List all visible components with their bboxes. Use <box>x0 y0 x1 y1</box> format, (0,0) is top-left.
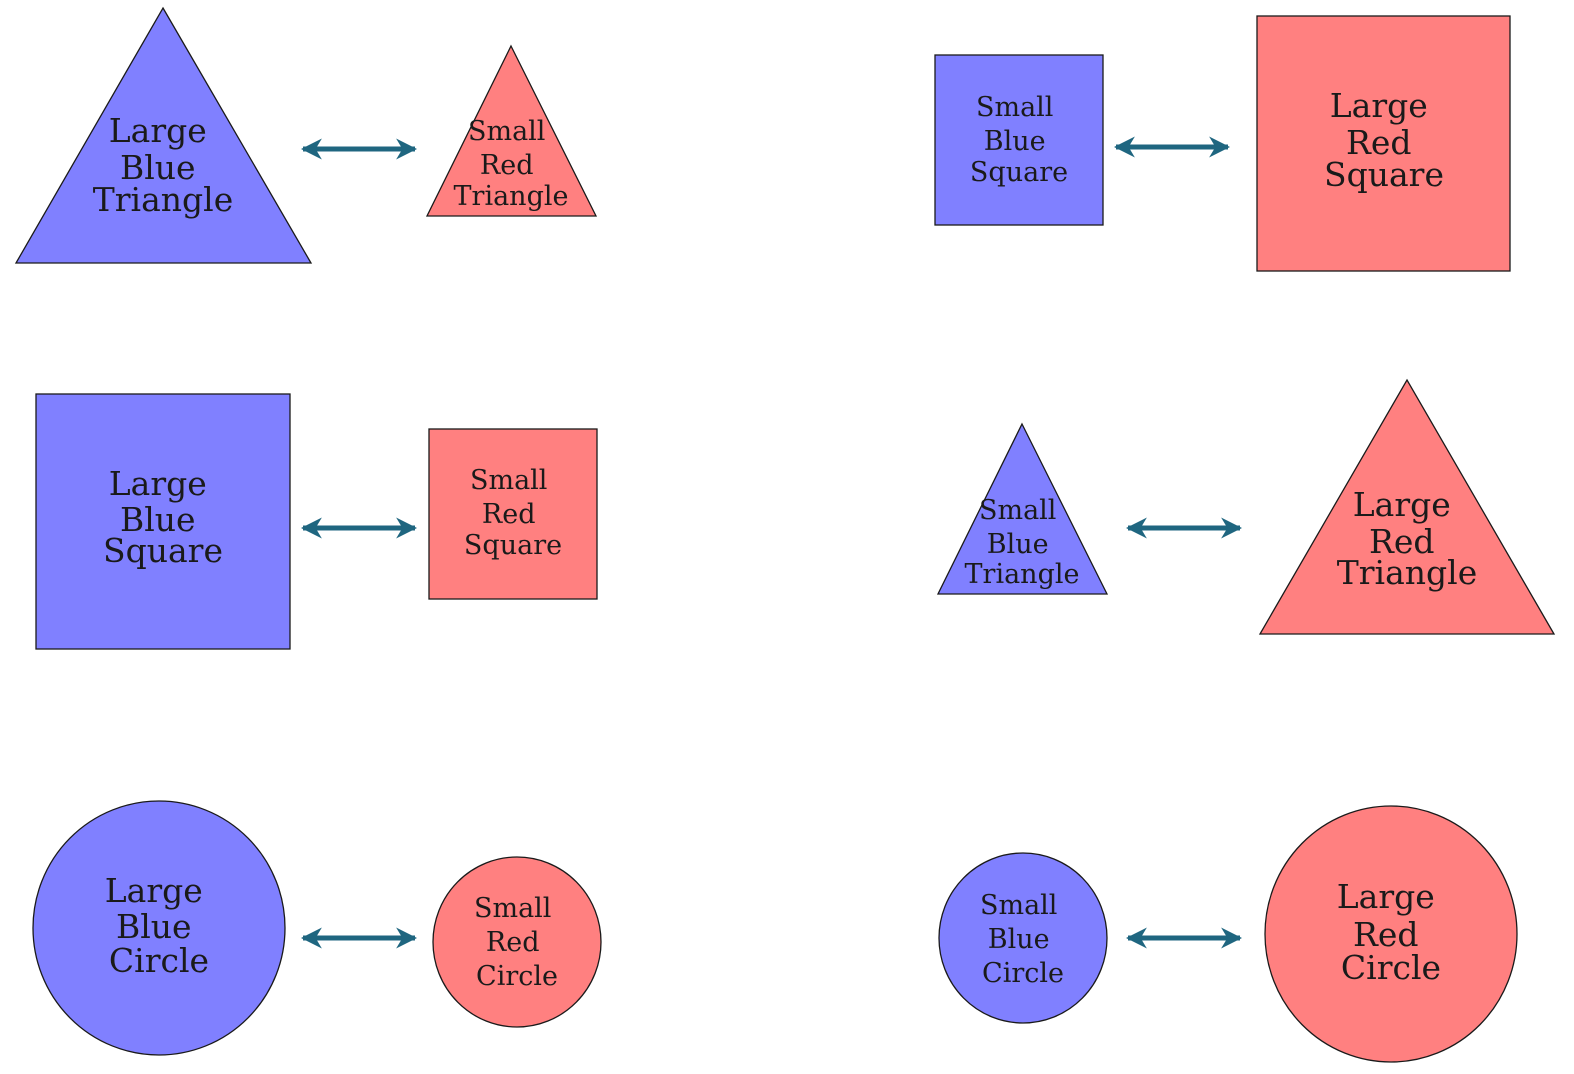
pair-1: Small Blue Square Large Red Square <box>934 15 1511 272</box>
small-blue-triangle: Small Blue Triangle <box>936 422 1109 595</box>
shape-label-line-2: Red <box>1346 123 1412 162</box>
shape-label-line-1: Large <box>1337 877 1435 916</box>
shape-label: Large Red Circle <box>1337 877 1446 987</box>
pair-2: Large Blue Square Small Red Square <box>35 393 598 650</box>
small-red-square: Small Red Square <box>428 428 598 600</box>
shape-label-line-1: Large <box>105 871 203 910</box>
shape-label: Small Blue Square <box>970 92 1068 188</box>
small-blue-circle: Small Blue Circle <box>938 852 1108 1024</box>
shape-label-line-3: Triangle <box>965 559 1080 590</box>
shape-label-line-3: Square <box>970 157 1068 188</box>
shape-label-line-1: Small <box>468 116 545 147</box>
shape-label-line-1: Small <box>474 893 551 924</box>
shape-label-line-3: Circle <box>109 941 209 980</box>
large-red-square: Large Red Square <box>1256 15 1511 272</box>
shape-label-line-1: Small <box>976 92 1053 123</box>
shape-label-line-2: Blue <box>984 126 1046 157</box>
shape-label-line-1: Large <box>109 111 207 150</box>
pair-5: Small Blue Circle Large Red Circle <box>938 805 1518 1063</box>
shape-label: Small Blue Circle <box>980 890 1066 989</box>
shape-label-line-1: Large <box>1330 86 1428 125</box>
shape-label-line-2: Red <box>1369 522 1435 561</box>
shape-label-line-2: Blue <box>987 529 1049 560</box>
shape-label-line-2: Red <box>480 150 534 181</box>
shape-label-line-3: Square <box>464 530 562 561</box>
shape-label: Large Red Square <box>1324 86 1444 194</box>
shape-label: Small Red Triangle <box>454 116 569 212</box>
shape-label-line-1: Small <box>470 465 547 496</box>
shape-label-line-2: Red <box>482 499 536 530</box>
shape-label-line-1: Large <box>109 464 207 503</box>
shape-label-line-3: Triangle <box>93 180 233 219</box>
shape-label-line-3: Circle <box>1341 948 1441 987</box>
shape-label-line-2: Blue <box>120 500 196 539</box>
shape-label-line-3: Square <box>1324 155 1444 194</box>
shape-label-line-3: Circle <box>476 961 558 992</box>
shape-label-line-2: Blue <box>116 907 192 946</box>
shape-label-line-1: Large <box>1353 485 1451 524</box>
large-red-triangle: Large Red Triangle <box>1258 378 1556 635</box>
shape-label: Small Red Square <box>464 465 562 561</box>
pair-0: Large Blue Triangle Small Red Triangle <box>14 6 598 264</box>
shape-label-line-2: Blue <box>988 924 1050 955</box>
shape-label-line-2: Red <box>1353 915 1419 954</box>
small-red-circle: Small Red Circle <box>432 856 602 1028</box>
shape-label: Small Red Circle <box>474 893 560 992</box>
shape-label-line-1: Small <box>980 890 1057 921</box>
pair-4: Large Blue Circle Small Red Circle <box>32 800 602 1056</box>
shape-label-line-3: Triangle <box>1337 553 1477 592</box>
large-blue-triangle: Large Blue Triangle <box>14 6 313 264</box>
shape-label-line-2: Blue <box>120 148 196 187</box>
shape-label: Small Blue Triangle <box>965 495 1080 590</box>
large-red-circle: Large Red Circle <box>1264 805 1518 1063</box>
shape-label-line-1: Small <box>979 495 1056 526</box>
small-blue-square: Small Blue Square <box>934 54 1104 226</box>
shape-label-line-3: Circle <box>982 958 1064 989</box>
shape-label: Large Red Triangle <box>1337 485 1477 592</box>
shape-label-line: Large Blue Triangle <box>93 111 233 219</box>
shape-label-line-3: Square <box>103 531 223 570</box>
shape-label: Large Blue Circle <box>105 871 214 980</box>
shape-label-line-3: Triangle <box>454 181 569 212</box>
shape-label: Large Blue Square <box>103 464 223 570</box>
large-blue-circle: Large Blue Circle <box>32 800 286 1056</box>
shape-label-line-2: Red <box>486 927 540 958</box>
large-blue-square: Large Blue Square <box>35 393 291 650</box>
pair-3: Small Blue Triangle Large Red Triangle <box>936 378 1556 635</box>
small-red-triangle: Small Red Triangle <box>425 44 598 217</box>
